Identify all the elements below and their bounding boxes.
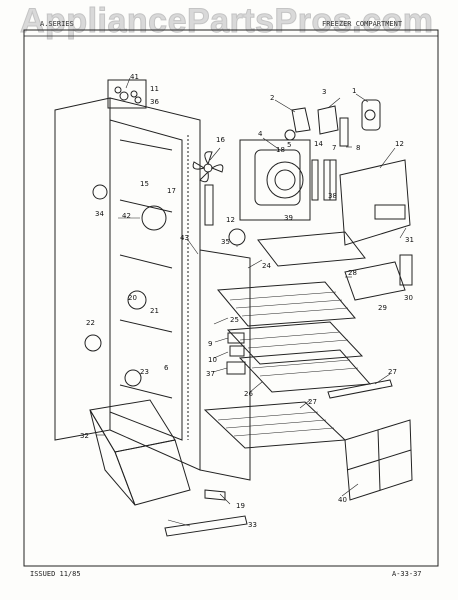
callout-labels: 41 11 36 2 3 1 16 4 5 18 14 7 8 12 15 17… [80,73,414,529]
callout-42: 42 [122,212,131,220]
callout-9: 9 [208,340,212,348]
callout-5: 5 [287,141,291,149]
callout-34: 34 [95,210,104,218]
leader-lines [96,77,407,527]
callout-8: 8 [356,144,360,152]
callout-4: 4 [258,130,263,138]
callout-7: 7 [332,144,336,152]
heater-tubes [311,159,337,201]
footer-code: A-33-37 [392,570,422,578]
callout-11: 11 [150,85,159,93]
callout-28: 28 [348,269,357,277]
callout-27-right: 27 [388,368,397,376]
cabinet-body [54,97,251,501]
callout-22: 22 [86,319,95,327]
control-box [107,79,147,109]
callout-27-mid: 27 [308,398,317,406]
callout-29: 29 [378,304,387,312]
callout-15: 15 [140,180,149,188]
callout-30: 30 [404,294,413,302]
header-section: FREEZER COMPARTMENT [322,20,403,28]
callout-36: 36 [150,98,159,106]
callout-38: 38 [328,192,337,200]
callout-12-mid: 12 [226,216,235,224]
callout-19: 19 [236,502,245,510]
frame-border [23,29,439,567]
trim-strips [164,379,393,537]
callout-10: 10 [208,356,217,364]
callout-6: 6 [164,364,169,372]
ice-bin [344,254,413,301]
freezer-shelves [203,231,372,449]
callout-32: 32 [80,432,89,440]
callout-17: 17 [167,187,176,195]
footer-issued: ISSUED 11/85 [30,570,81,578]
callout-40: 40 [338,496,347,504]
callout-31: 31 [405,236,414,244]
callout-37: 37 [206,370,215,378]
callout-43: 43 [180,234,189,242]
callout-25: 25 [230,316,239,324]
callout-16: 16 [216,136,225,144]
callout-24: 24 [262,262,271,270]
callout-41: 41 [130,73,139,81]
callout-parts [84,129,296,387]
header-series: A.SERIES [40,20,74,28]
callout-12-top: 12 [395,140,404,148]
fan-motor-assembly [192,139,311,226]
callout-21: 21 [150,307,159,315]
watermark: AppliancePartsPros.com [20,2,434,41]
drip-pan [89,399,191,506]
top-brackets [291,99,381,147]
callout-33: 33 [248,521,257,529]
callout-18: 18 [276,146,285,154]
callout-39: 39 [284,214,293,222]
callout-26: 26 [244,390,253,398]
callout-20: 20 [128,294,137,302]
callout-35: 35 [221,238,230,246]
callout-1: 1 [352,87,356,95]
callout-23: 23 [140,368,149,376]
callout-3: 3 [322,88,326,96]
evaporator-cover [339,159,411,246]
callout-2: 2 [270,94,274,102]
callout-14: 14 [314,140,323,148]
rear-panel [344,419,413,501]
